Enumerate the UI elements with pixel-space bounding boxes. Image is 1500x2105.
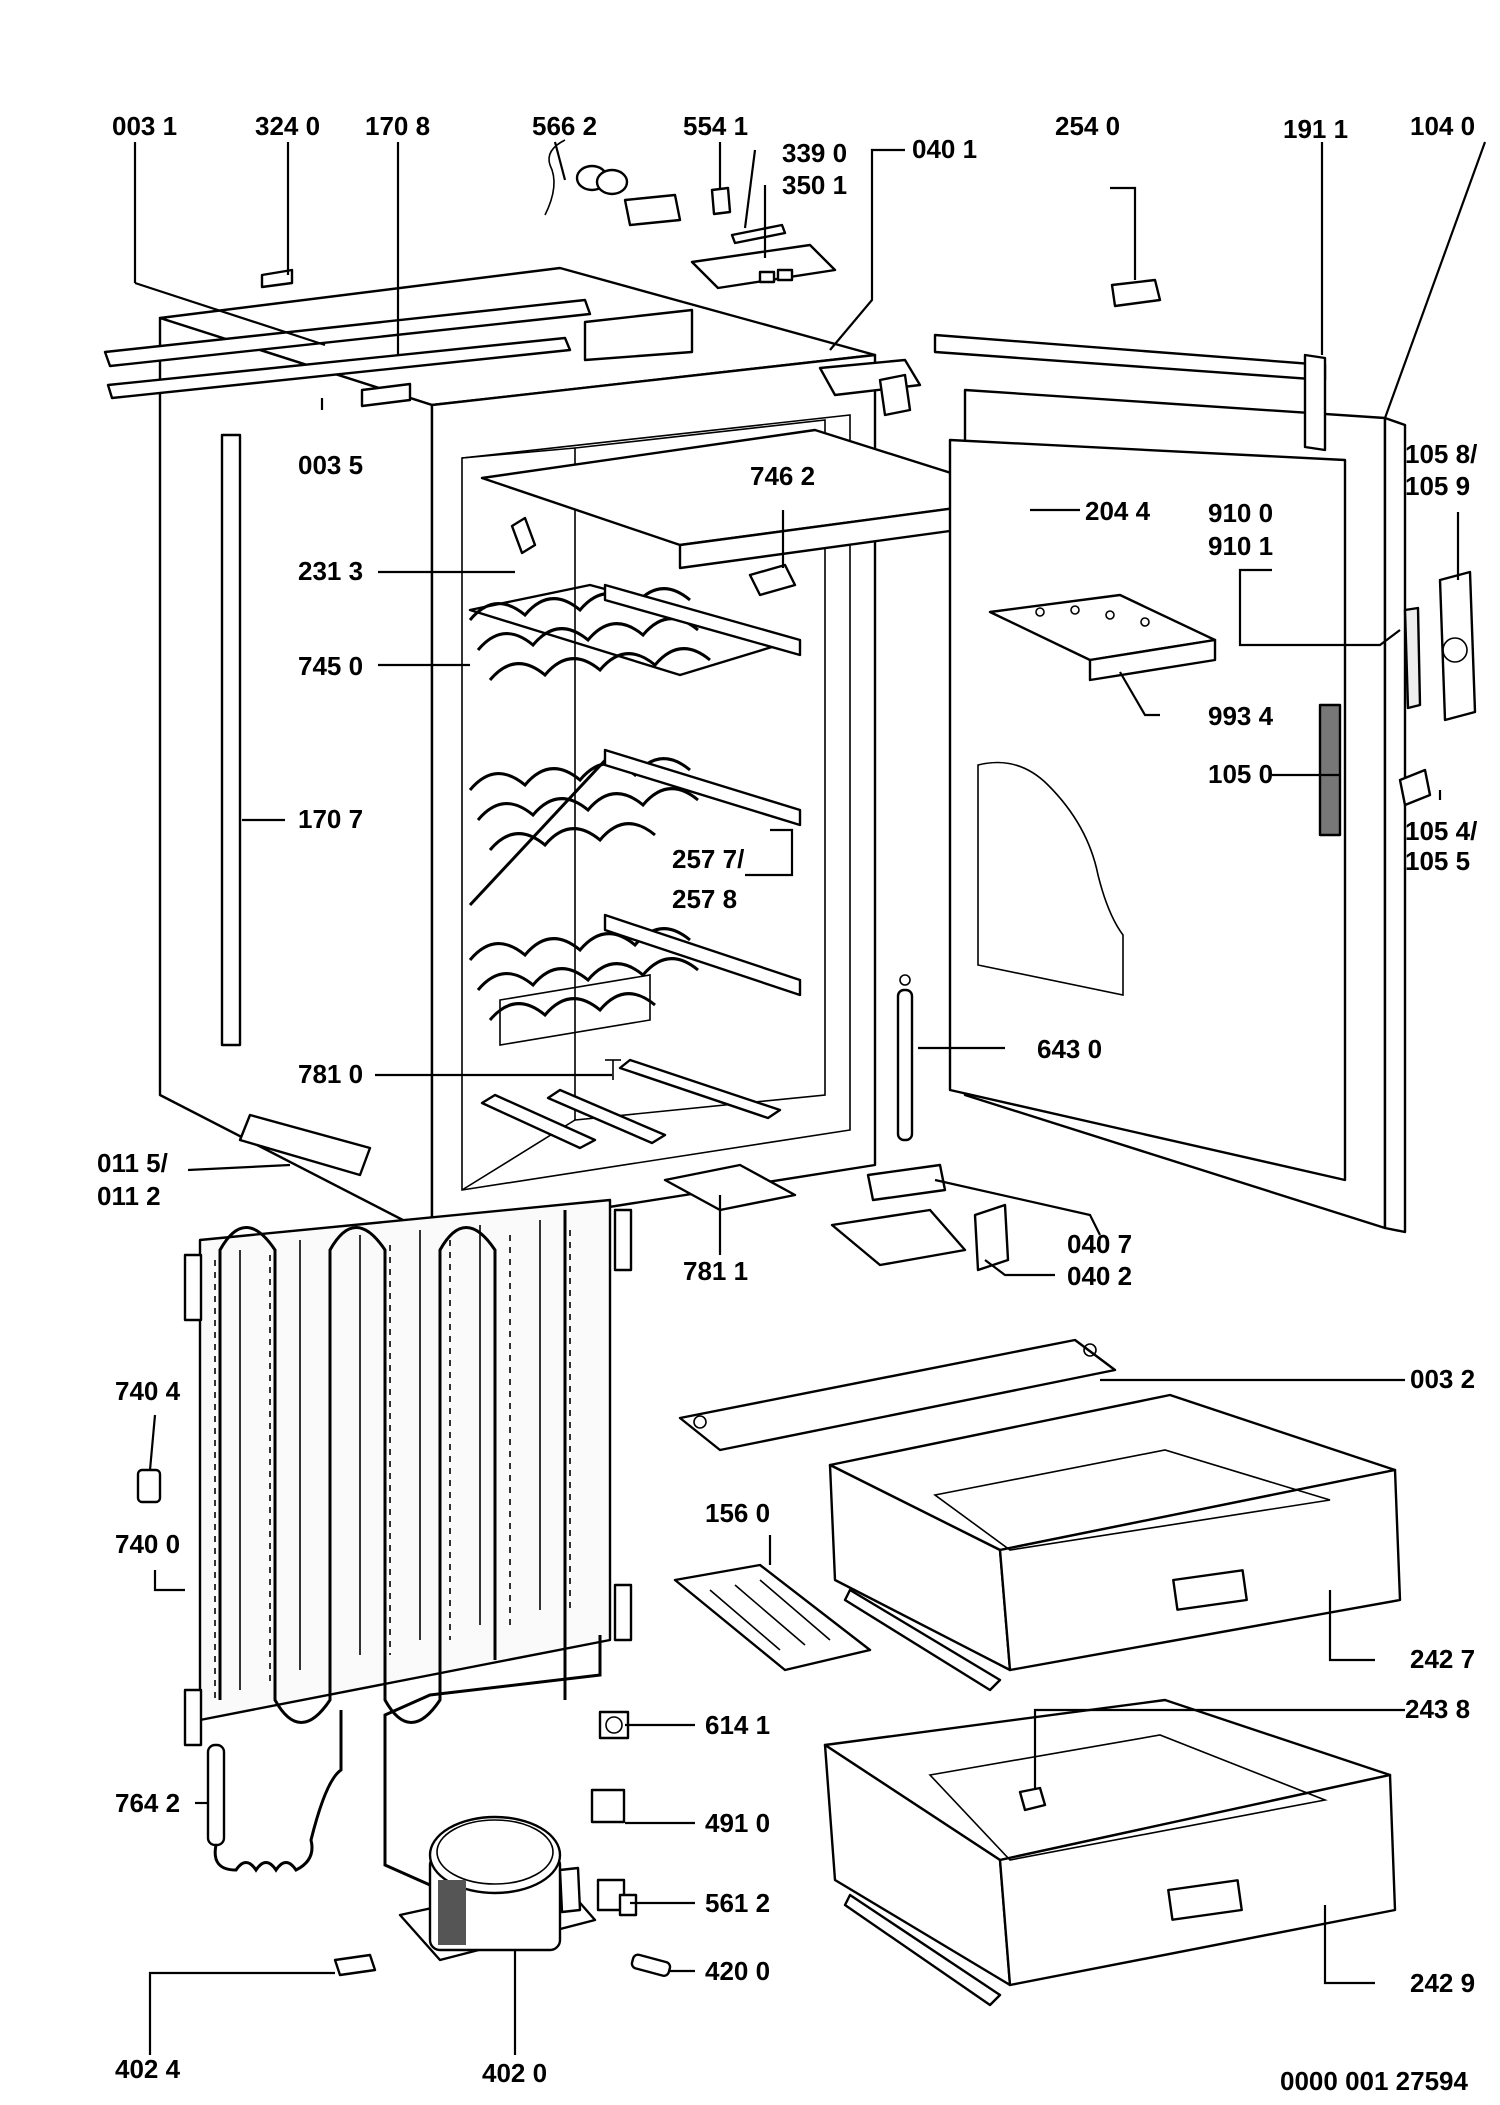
control-panel-350-1 bbox=[690, 243, 837, 290]
label-764-2: 764 2 bbox=[115, 1788, 180, 1818]
part-339-0 bbox=[730, 223, 787, 245]
label-740-0: 740 0 bbox=[115, 1529, 180, 1559]
top-trim-strips bbox=[103, 298, 592, 408]
floor-rails bbox=[480, 1058, 782, 1150]
compressor-402-0 bbox=[383, 1635, 602, 1962]
label-040-1: 040 1 bbox=[912, 134, 977, 164]
door bbox=[933, 333, 1407, 1234]
label-910-0: 910 0 bbox=[1208, 498, 1273, 528]
label-003-5: 003 5 bbox=[298, 450, 363, 480]
door-hinge-parts bbox=[1398, 570, 1477, 807]
rail-003-2 bbox=[678, 1338, 1117, 1452]
label-614-1: 614 1 bbox=[705, 1710, 770, 1740]
drawer-242-9 bbox=[823, 1698, 1397, 2007]
label-781-1: 781 1 bbox=[683, 1256, 748, 1286]
label-105-5: 105 5 bbox=[1405, 846, 1470, 876]
label-040-2: 040 2 bbox=[1067, 1261, 1132, 1291]
label-745-0: 745 0 bbox=[298, 651, 363, 681]
label-040-7: 040 7 bbox=[1067, 1229, 1132, 1259]
label-003-2: 003 2 bbox=[1410, 1364, 1475, 1394]
part-420-0 bbox=[630, 1953, 672, 1978]
label-011-2: 011 2 bbox=[97, 1181, 161, 1211]
part-491-0 bbox=[590, 1788, 626, 1824]
foot-740-4 bbox=[136, 1468, 162, 1504]
label-204-4: 204 4 bbox=[1085, 496, 1151, 526]
hinge-040-1 bbox=[818, 358, 922, 417]
drawer-242-7 bbox=[828, 1393, 1402, 1692]
label-554-1: 554 1 bbox=[683, 111, 748, 141]
label-243-8: 243 8 bbox=[1405, 1694, 1470, 1724]
label-011-5: 011 5/ bbox=[97, 1148, 168, 1178]
lower-hinge-parts bbox=[830, 1163, 1010, 1272]
label-746-2: 746 2 bbox=[750, 461, 815, 491]
label-242-7: 242 7 bbox=[1410, 1644, 1475, 1674]
condenser-740-0 bbox=[183, 1198, 633, 1747]
label-254-0: 254 0 bbox=[1055, 111, 1120, 141]
leader-lines bbox=[133, 141, 1487, 2055]
label-910-1: 910 1 bbox=[1208, 531, 1273, 561]
label-170-8: 170 8 bbox=[365, 111, 430, 141]
part-554-1 bbox=[710, 186, 732, 216]
label-740-4: 740 4 bbox=[115, 1376, 181, 1406]
label-105-0: 105 0 bbox=[1208, 759, 1273, 789]
thermometer-643-0 bbox=[896, 974, 914, 1142]
part-labels: 003 1 324 0 170 8 566 2 554 1 339 0 350 … bbox=[97, 111, 1477, 2096]
label-993-4: 993 4 bbox=[1208, 701, 1274, 731]
part-254-0 bbox=[1110, 278, 1162, 308]
label-566-2: 566 2 bbox=[532, 111, 597, 141]
small-cabinet-parts bbox=[238, 268, 797, 1212]
drawing-reference-number: 0000 001 27594 bbox=[1280, 2066, 1469, 2096]
part-561-2 bbox=[596, 1878, 638, 1917]
label-105-4: 105 4/ bbox=[1405, 816, 1477, 846]
label-242-9: 242 9 bbox=[1410, 1968, 1475, 1998]
cabinet bbox=[158, 266, 877, 1237]
label-257-7: 257 7/ bbox=[672, 844, 744, 874]
ice-tray-156-0 bbox=[673, 1563, 872, 1672]
label-003-1: 003 1 bbox=[112, 111, 177, 141]
label-170-7: 170 7 bbox=[298, 804, 363, 834]
label-257-8: 257 8 bbox=[672, 884, 737, 914]
label-350-1: 350 1 bbox=[782, 170, 847, 200]
clip-402-4 bbox=[333, 1953, 377, 1977]
label-231-3: 231 3 bbox=[298, 556, 363, 586]
label-491-0: 491 0 bbox=[705, 1808, 770, 1838]
label-156-0: 156 0 bbox=[705, 1498, 770, 1528]
thermostat-566-2 bbox=[544, 139, 682, 227]
label-420-0: 420 0 bbox=[705, 1956, 770, 1986]
label-643-0: 643 0 bbox=[1037, 1034, 1102, 1064]
label-105-9: 105 9 bbox=[1405, 471, 1470, 501]
label-105-8: 105 8/ bbox=[1405, 439, 1477, 469]
label-561-2: 561 2 bbox=[705, 1888, 770, 1918]
label-339-0: 339 0 bbox=[782, 138, 847, 168]
label-781-0: 781 0 bbox=[298, 1059, 363, 1089]
label-402-0: 402 0 bbox=[482, 2058, 547, 2088]
dryer-764-2 bbox=[206, 1710, 343, 1873]
label-104-0: 104 0 bbox=[1410, 111, 1475, 141]
wire-shelf-lower bbox=[468, 913, 802, 1046]
wire-shelf-upper bbox=[468, 583, 802, 681]
relay-614-1 bbox=[598, 1710, 630, 1740]
wire-shelf-middle bbox=[468, 748, 802, 851]
label-324-0: 324 0 bbox=[255, 111, 320, 141]
label-191-1: 191 1 bbox=[1283, 114, 1348, 144]
label-402-4: 402 4 bbox=[115, 2054, 181, 2084]
